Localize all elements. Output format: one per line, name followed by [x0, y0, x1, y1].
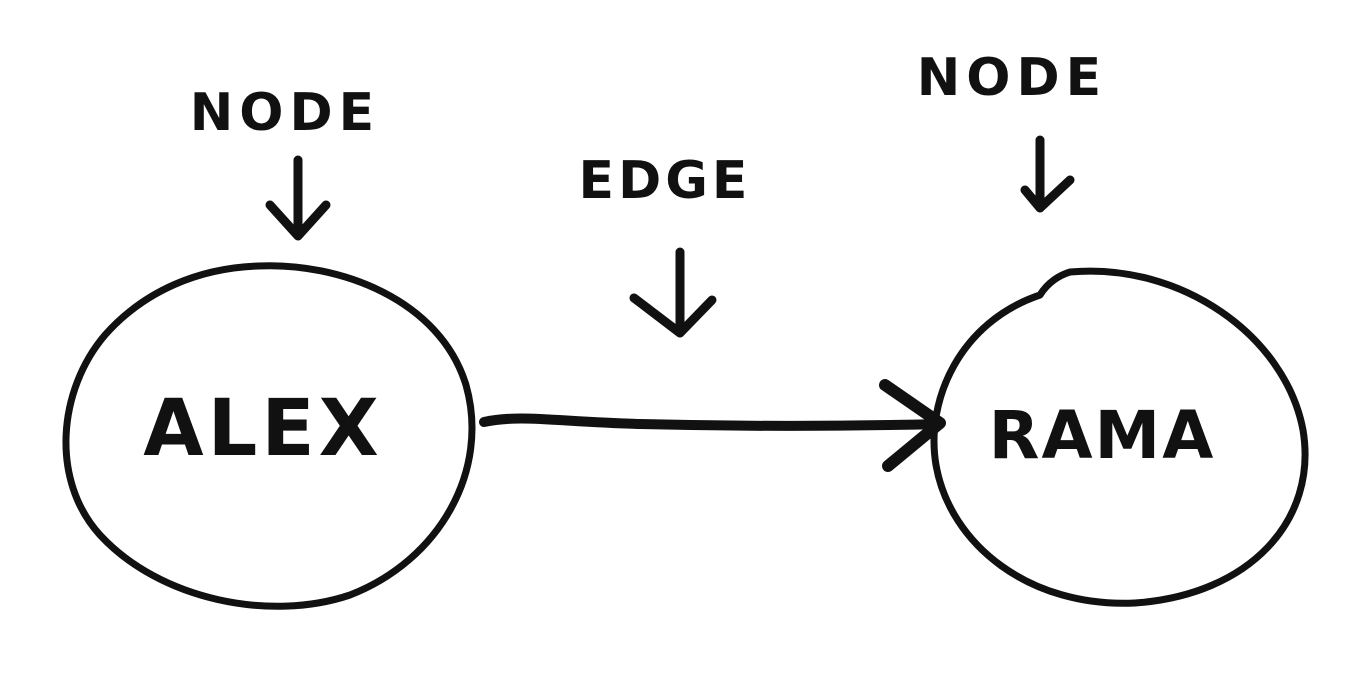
edge-alex-rama: [479, 379, 946, 472]
annotation-node-left-label: NODE: [190, 83, 380, 143]
arrow-down-icon-head: [629, 293, 717, 338]
node-rama: RAMA: [930, 267, 1309, 607]
node-alex: ALEX: [62, 262, 476, 610]
node-alex-circle: [62, 262, 476, 610]
annotation-edge-label: EDGE: [579, 151, 752, 211]
annotation-node-left: NODE: [190, 83, 380, 241]
arrow-down-icon-head: [1020, 175, 1075, 213]
annotation-node-right: NODE: [917, 48, 1107, 213]
annotation-edge: EDGE: [579, 151, 752, 338]
node-rama-circle: [930, 267, 1309, 607]
edge-arrowhead: [879, 379, 946, 472]
annotation-node-right-label: NODE: [917, 48, 1107, 108]
node-rama-label: RAMA: [989, 397, 1216, 474]
edge-line: [479, 413, 945, 431]
arrow-down-icon-head: [265, 200, 331, 241]
node-alex-label: ALEX: [143, 384, 383, 474]
